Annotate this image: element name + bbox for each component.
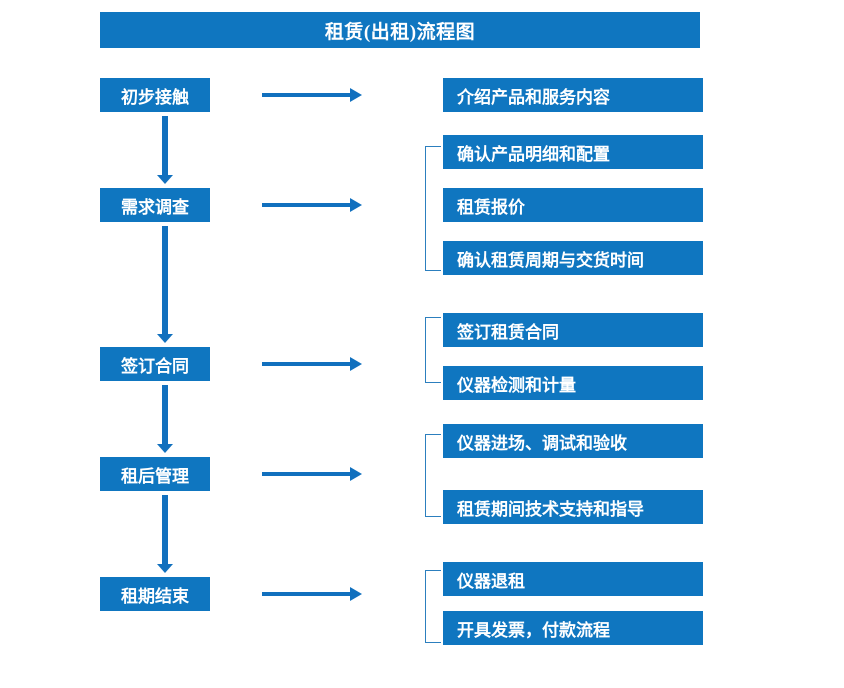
task-node-4-1[interactable]: 仪器进场、调试和验收 — [443, 424, 703, 458]
stage-node-1[interactable]: 初步接触 — [100, 78, 210, 112]
down-arrow-icon-3 — [155, 385, 175, 453]
task-node-2-1[interactable]: 确认产品明细和配置 — [443, 135, 703, 169]
right-arrow-icon-2 — [262, 198, 362, 212]
task-node-2-1-label: 确认产品明细和配置 — [457, 144, 610, 164]
chart-title: 租赁(出租)流程图 — [100, 12, 700, 48]
task-node-3-2[interactable]: 仪器检测和计量 — [443, 366, 703, 400]
stage-node-3[interactable]: 签订合同 — [100, 347, 210, 381]
group-bracket-3 — [425, 317, 441, 383]
stage-node-2-label: 需求调查 — [121, 197, 189, 217]
task-node-4-2-label: 租赁期间技术支持和指导 — [457, 499, 644, 519]
task-node-2-2-label: 租赁报价 — [457, 197, 525, 217]
group-bracket-5 — [425, 570, 441, 643]
task-node-5-1-label: 仪器退租 — [457, 571, 525, 591]
down-arrow-icon-2 — [155, 226, 175, 343]
down-arrow-icon-1 — [155, 116, 175, 184]
task-node-2-3-label: 确认租赁周期与交货时间 — [457, 250, 644, 270]
task-node-5-2[interactable]: 开具发票，付款流程 — [443, 611, 703, 645]
task-node-4-1-label: 仪器进场、调试和验收 — [457, 433, 627, 453]
stage-node-4-label: 租后管理 — [121, 466, 189, 486]
stage-node-2[interactable]: 需求调查 — [100, 188, 210, 222]
right-arrow-icon-4 — [262, 467, 362, 481]
down-arrow-icon-4 — [155, 495, 175, 573]
stage-node-5[interactable]: 租期结束 — [100, 577, 210, 611]
task-node-3-2-label: 仪器检测和计量 — [457, 375, 576, 395]
task-node-1-1[interactable]: 介绍产品和服务内容 — [443, 78, 703, 112]
task-node-4-2[interactable]: 租赁期间技术支持和指导 — [443, 490, 703, 524]
task-node-5-2-label: 开具发票，付款流程 — [457, 620, 610, 640]
right-arrow-icon-3 — [262, 357, 362, 371]
stage-node-4[interactable]: 租后管理 — [100, 457, 210, 491]
task-node-2-3[interactable]: 确认租赁周期与交货时间 — [443, 241, 703, 275]
group-bracket-2 — [425, 146, 441, 271]
task-node-3-1-label: 签订租赁合同 — [457, 322, 559, 342]
group-bracket-4 — [425, 434, 441, 517]
task-node-5-1[interactable]: 仪器退租 — [443, 562, 703, 596]
right-arrow-icon-5 — [262, 587, 362, 601]
stage-node-3-label: 签订合同 — [121, 356, 189, 376]
stage-node-1-label: 初步接触 — [121, 87, 189, 107]
stage-node-5-label: 租期结束 — [121, 586, 189, 606]
task-node-1-1-label: 介绍产品和服务内容 — [457, 87, 610, 107]
task-node-2-2[interactable]: 租赁报价 — [443, 188, 703, 222]
task-node-3-1[interactable]: 签订租赁合同 — [443, 313, 703, 347]
right-arrow-icon-1 — [262, 88, 362, 102]
